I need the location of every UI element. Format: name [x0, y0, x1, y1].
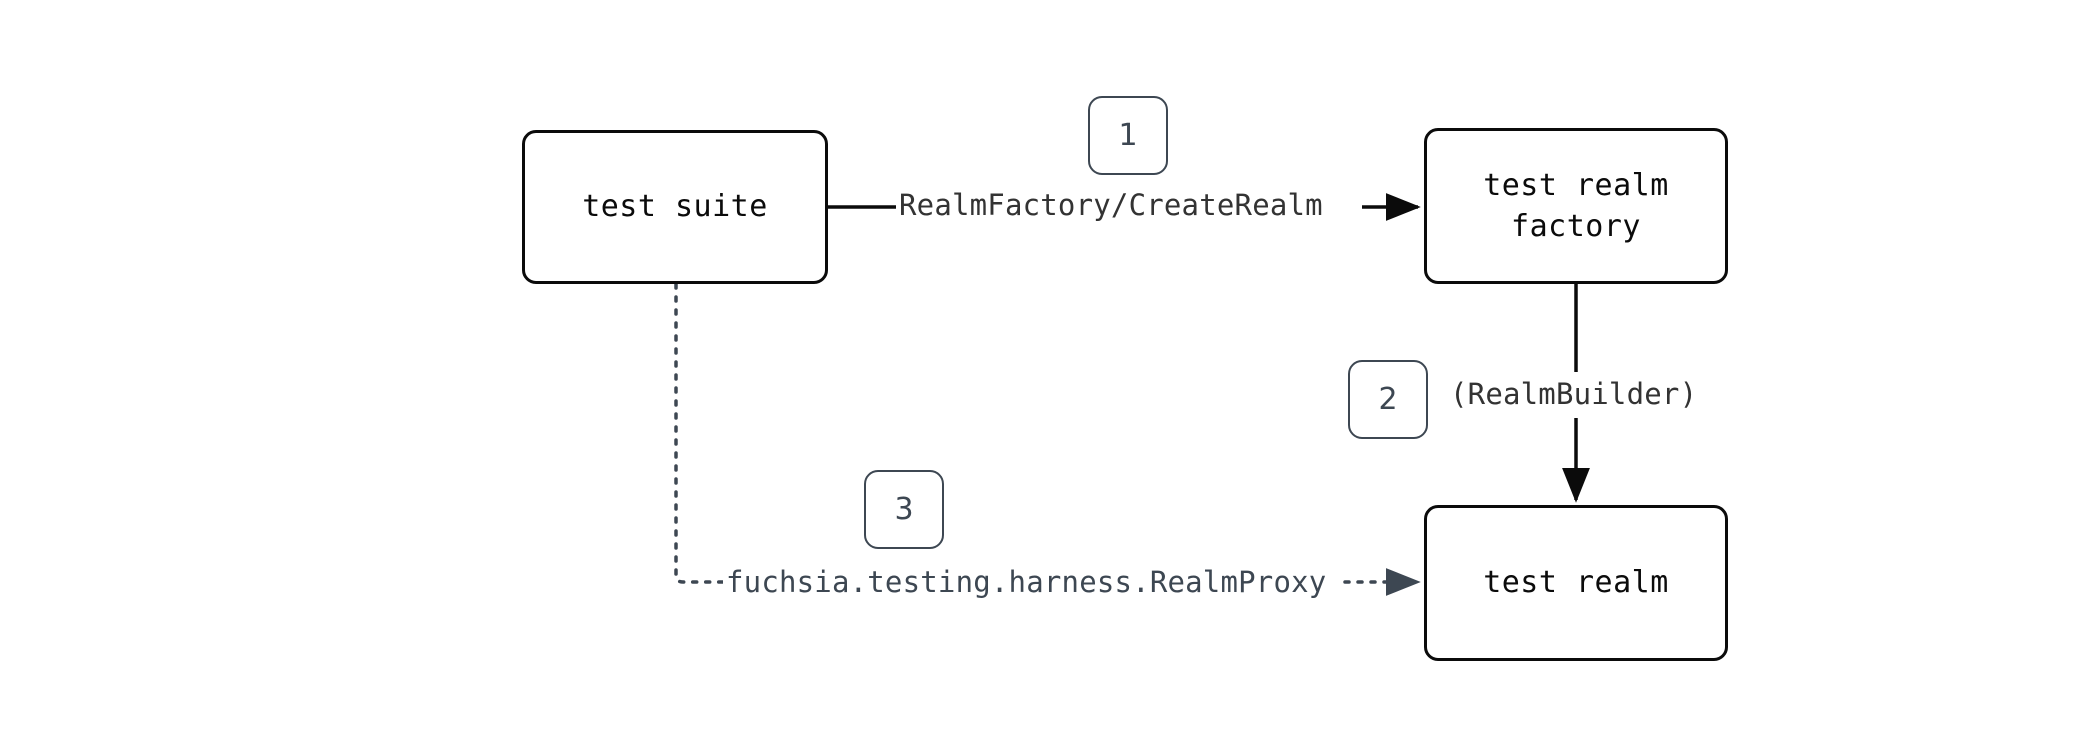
- step-badge-2: 2: [1348, 360, 1428, 439]
- edge-label-realm-builder: (RealmBuilder): [1447, 377, 1701, 411]
- node-test-realm[interactable]: test realm: [1424, 505, 1728, 661]
- edge-test-suite-to-realm: [674, 282, 1421, 596]
- node-test-suite[interactable]: test suite: [522, 130, 828, 284]
- edge-label-create-realm: RealmFactory/CreateRealm: [896, 188, 1326, 222]
- step-badge-1: 1: [1088, 96, 1168, 175]
- edge-label-realm-proxy: fuchsia.testing.harness.RealmProxy: [723, 565, 1330, 599]
- node-test-realm-factory[interactable]: test realm factory: [1424, 128, 1728, 284]
- step-badge-3: 3: [864, 470, 944, 549]
